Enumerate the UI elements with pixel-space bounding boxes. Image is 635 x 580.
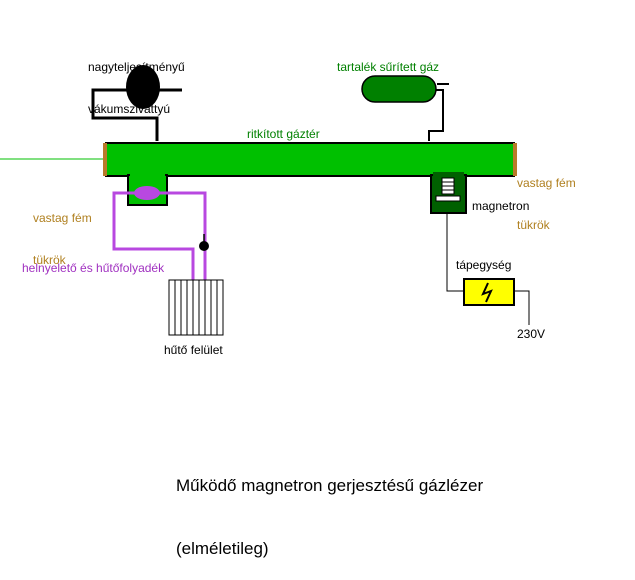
magnetron-base xyxy=(435,195,461,202)
coolant-pipe-right xyxy=(157,191,207,280)
voltage-label: 230V xyxy=(517,327,546,341)
coolant-pipe-left xyxy=(112,191,195,280)
heatsink xyxy=(168,279,224,336)
mirror-right-label-line1: vastag fém xyxy=(517,176,576,190)
gas-tank xyxy=(361,75,437,103)
mains-wire xyxy=(514,290,530,325)
pump-label-line2: vákumszivattyú xyxy=(88,102,171,116)
magnetron-wire xyxy=(446,212,465,292)
mirror-right-label-line2: tükrök xyxy=(517,218,550,232)
thin-gas-label: ritkított gáztér xyxy=(247,127,320,141)
mirror-left-label: vastag fém tükrök xyxy=(33,183,92,281)
magnetron-join xyxy=(433,172,464,178)
pump-pipe xyxy=(91,88,159,141)
laser-diagram xyxy=(0,65,530,336)
gas-pipe xyxy=(428,89,444,141)
pump-label: nagyteljesítményű vákumszivattyú xyxy=(88,32,185,130)
lightning-icon xyxy=(481,282,493,303)
mirror-left xyxy=(103,143,107,176)
coolant-chamber-join xyxy=(130,172,165,178)
mirror-right xyxy=(513,143,517,176)
power-supply-label: tápegység xyxy=(456,258,512,272)
power-supply xyxy=(463,278,515,306)
mirror-right-label: vastag fém tükrök xyxy=(517,148,576,246)
magnetron-label: magnetron xyxy=(472,199,530,213)
diagram-caption: Működő magnetron gerjesztésű gázlézer (e… xyxy=(176,433,483,580)
coolant-pump xyxy=(199,241,209,251)
mirror-left-label-line2: tükrök xyxy=(33,253,66,267)
laser-tube xyxy=(105,142,515,177)
mirror-left-label-line1: vastag fém xyxy=(33,211,92,225)
coolant-label: helnyelető és hűtőfolyadék xyxy=(22,261,165,275)
reserve-gas-label: tartalék sűrített gáz xyxy=(337,60,440,74)
heatsink-fins xyxy=(174,280,218,335)
vacuum-pump xyxy=(126,65,160,109)
caption-line1: Működő magnetron gerjesztésű gázlézer xyxy=(176,476,484,495)
coolant-bulb xyxy=(134,186,160,200)
caption-line2: (elméletileg) xyxy=(176,539,269,558)
heatsink-label: hűtő felület xyxy=(164,343,223,357)
pump-label-line1: nagyteljesítményű xyxy=(88,60,185,74)
